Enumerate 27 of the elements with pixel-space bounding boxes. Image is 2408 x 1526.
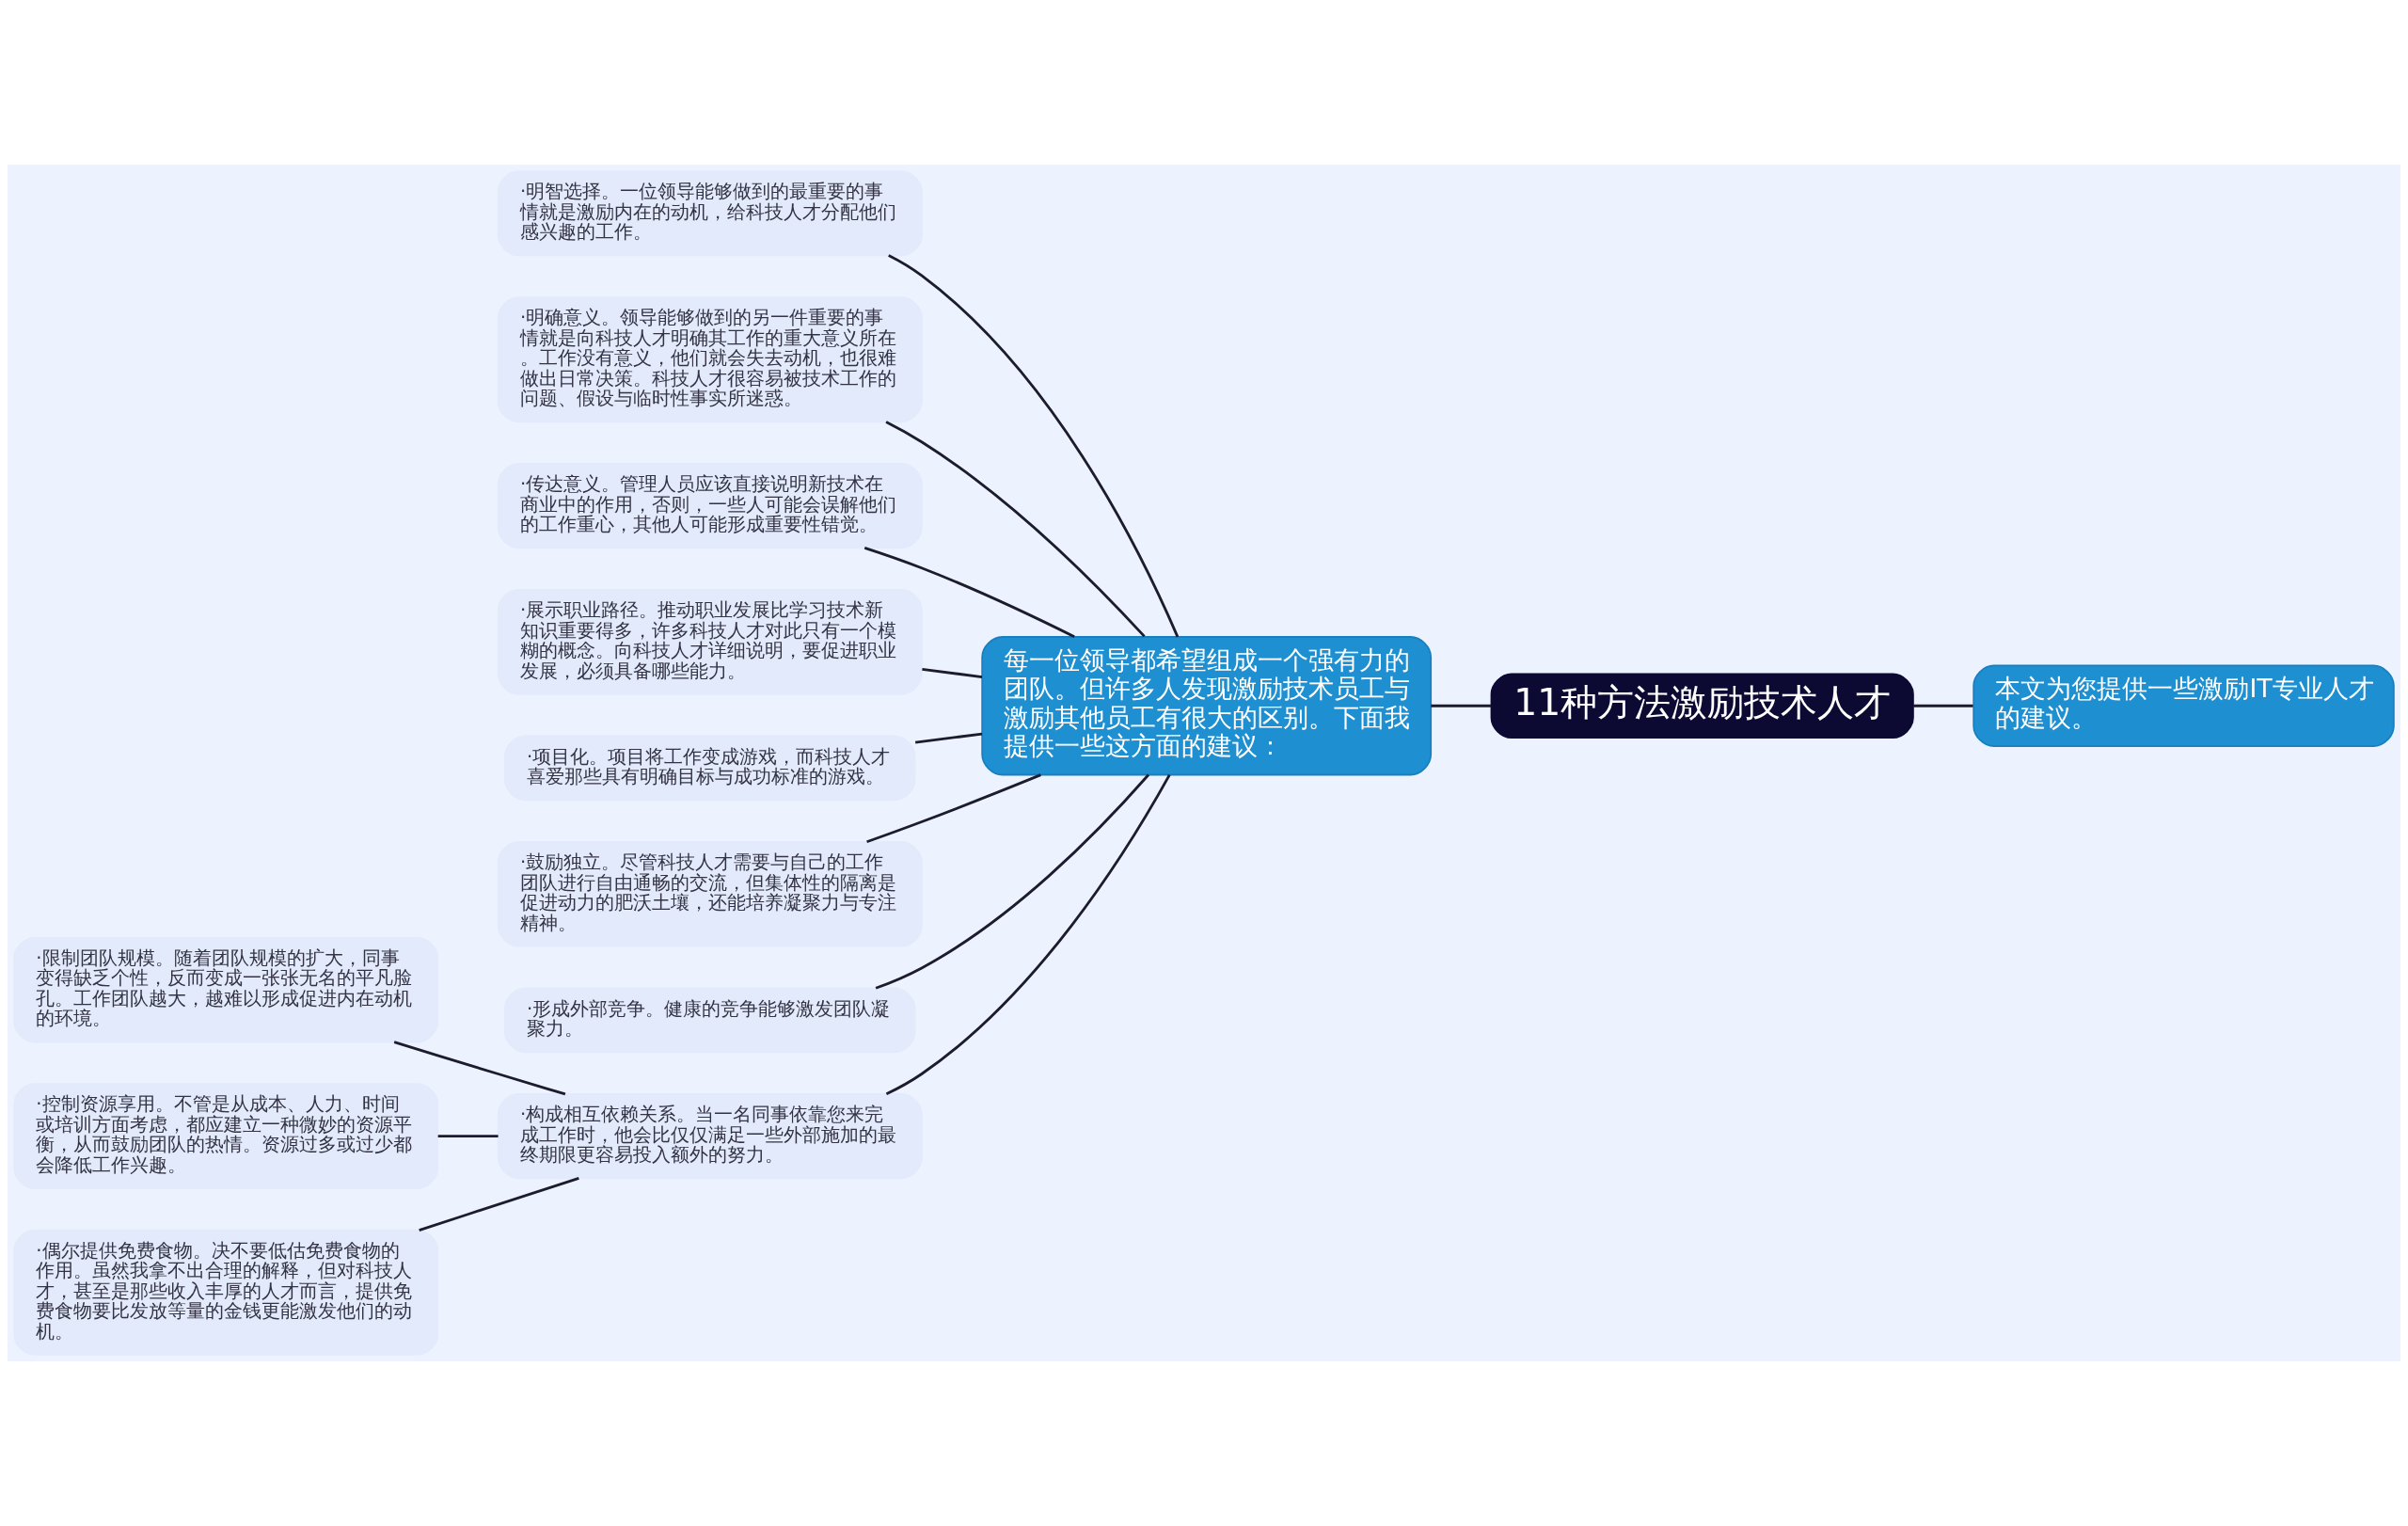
node-box: ·传达意义。管理人员应该直接说明新技术在商业中的作用，否则，一些人可能会误解他们的工作重心，其他人可能形成重要性错觉。 [497, 463, 923, 549]
node-box: ·展示职业路径。推动职业发展比学习技术新知识重要得多，许多科技人才对此只有一个模糊的概念。向科技人才详细说明，要促进职业发展，必须具备哪些能力。 [497, 589, 923, 695]
node-box: 11种方法激励技术人才 [1490, 673, 1914, 739]
connector [866, 773, 1041, 844]
node-box: ·明智选择。一位领导能够做到的最重要的事情就是激励内在的动机，给科技人才分配他们感兴趣的工作。 [497, 170, 923, 257]
node-box: ·明确意义。领导能够做到的另一件重要的事情就是向科技人才明确其工作的重大意义所在。工作没有意义，他们就会失去动机，也很难做出日常决策。科技人才很容易被技术工作的问题、假设与临时性事实所迷惑。 [497, 296, 923, 423]
connector [875, 773, 1150, 990]
connector [885, 421, 1146, 638]
connector [419, 1177, 579, 1232]
connector [437, 1135, 499, 1138]
connector [863, 547, 1075, 639]
node-box: ·构成相互依赖关系。当一名同事依靠您来完成工作时，他会比仅仅满足一些外部施加的最终期限更容易投入额外的努力。 [497, 1093, 923, 1180]
connector [1912, 704, 1973, 707]
node-box: ·偶尔提供免费食物。决不要低估免费食物的作用。虽然我拿不出合理的解释，但对科技人才，甚至是那些收入丰厚的人才而言，提供免费食物要比发放等量的金钱更能激发他们的动机。 [13, 1229, 439, 1356]
connector [1431, 704, 1492, 707]
connector [393, 1041, 566, 1096]
node-box: ·限制团队规模。随着团队规模的扩大，同事变得缺乏个性，反而变成一张张无名的平凡脸孔。工作团队越大，越难以形成促进内在动机的环境。 [13, 936, 439, 1043]
connector [922, 667, 983, 678]
node-box: ·控制资源享用。不管是从成本、人力、时间或培训方面考虑，都应建立一种微妙的资源平衡，从而鼓励团队的热情。资源过多或过少都会降低工作兴趣。 [13, 1083, 439, 1189]
node-box: 每一位领导都希望组成一个强有力的团队。但许多人发现激励技术员工与激励其他员工有很大的区别。下面我提供一些这方面的建议： [981, 636, 1433, 776]
node-box: ·形成外部竞争。健康的竞争能够激发团队凝聚力。 [503, 987, 916, 1054]
node-box: ·项目化。项目将工作变成游戏，而科技人才喜爱那些具有明确目标与成功标准的游戏。 [503, 735, 916, 802]
connector [885, 773, 1171, 1096]
node-box: ·鼓励独立。尽管科技人才需要与自己的工作团队进行自由通畅的交流，但集体性的隔离是促进动力的肥沃土壤，还能培养凝聚力与专注精神。 [497, 841, 923, 947]
connector [888, 254, 1180, 638]
connector [914, 732, 983, 744]
node-box: 本文为您提供一些激励IT专业人才的建议。 [1972, 664, 2395, 748]
